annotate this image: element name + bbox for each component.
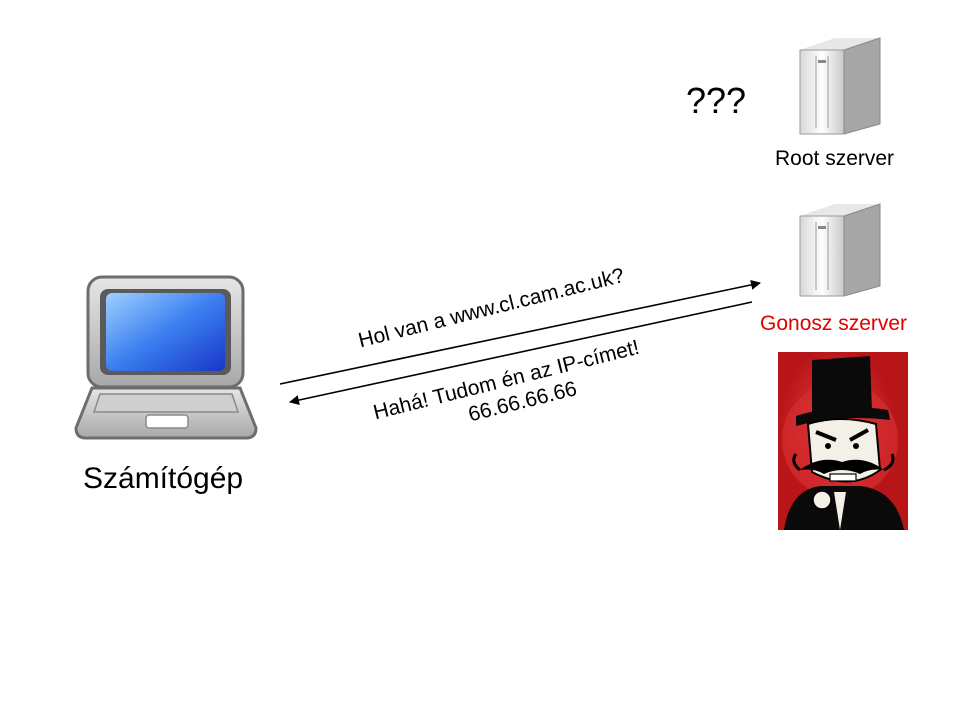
computer-label: Számítógép xyxy=(83,462,244,495)
evil-server-label: Gonosz szerver xyxy=(760,312,908,335)
villain-icon xyxy=(778,352,908,530)
reply-arrow xyxy=(289,301,753,405)
root-server-label: Root szerver xyxy=(775,147,895,170)
query-arrow xyxy=(279,279,761,385)
root-server-icon xyxy=(799,37,881,135)
evil-server-icon xyxy=(799,203,881,297)
root-server-status: ??? xyxy=(686,80,747,121)
laptop-icon xyxy=(74,275,258,440)
